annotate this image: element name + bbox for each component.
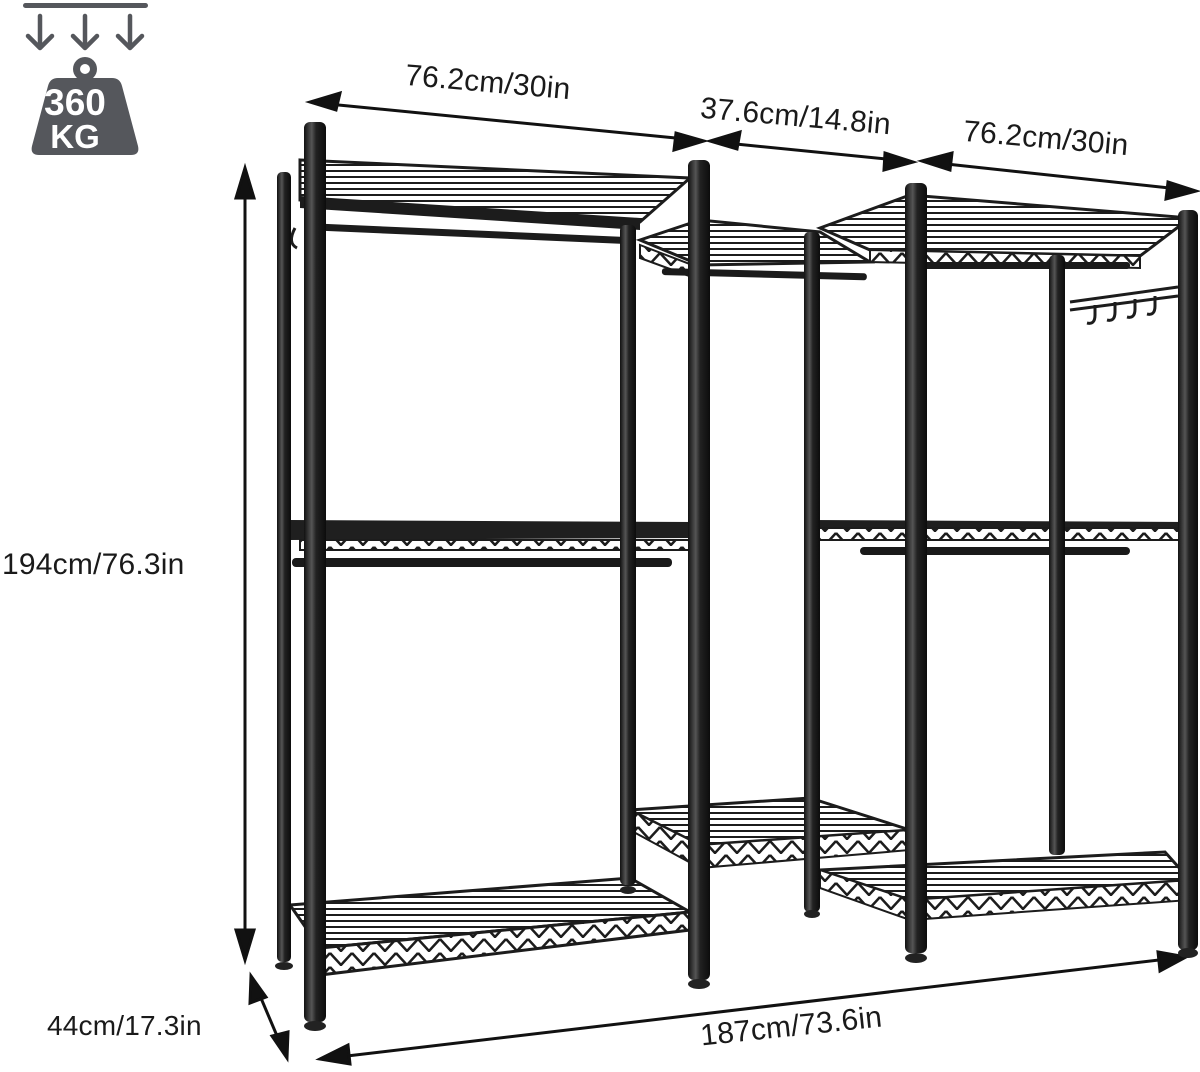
right-tower xyxy=(809,193,1195,922)
depth-label: 44cm/17.3in xyxy=(47,1010,202,1041)
weight-capacity-badge: 360 KG xyxy=(20,0,150,160)
weight-capacity-icon xyxy=(23,3,148,155)
rack-poles xyxy=(275,122,1198,1031)
weight-unit: KG xyxy=(50,118,100,155)
dimension-arrows xyxy=(233,90,1200,1066)
height-label: 194cm/76.3in xyxy=(2,548,185,581)
weight-value: 360 xyxy=(44,82,106,123)
left-tower xyxy=(278,158,695,977)
hook-icons xyxy=(1086,296,1157,325)
